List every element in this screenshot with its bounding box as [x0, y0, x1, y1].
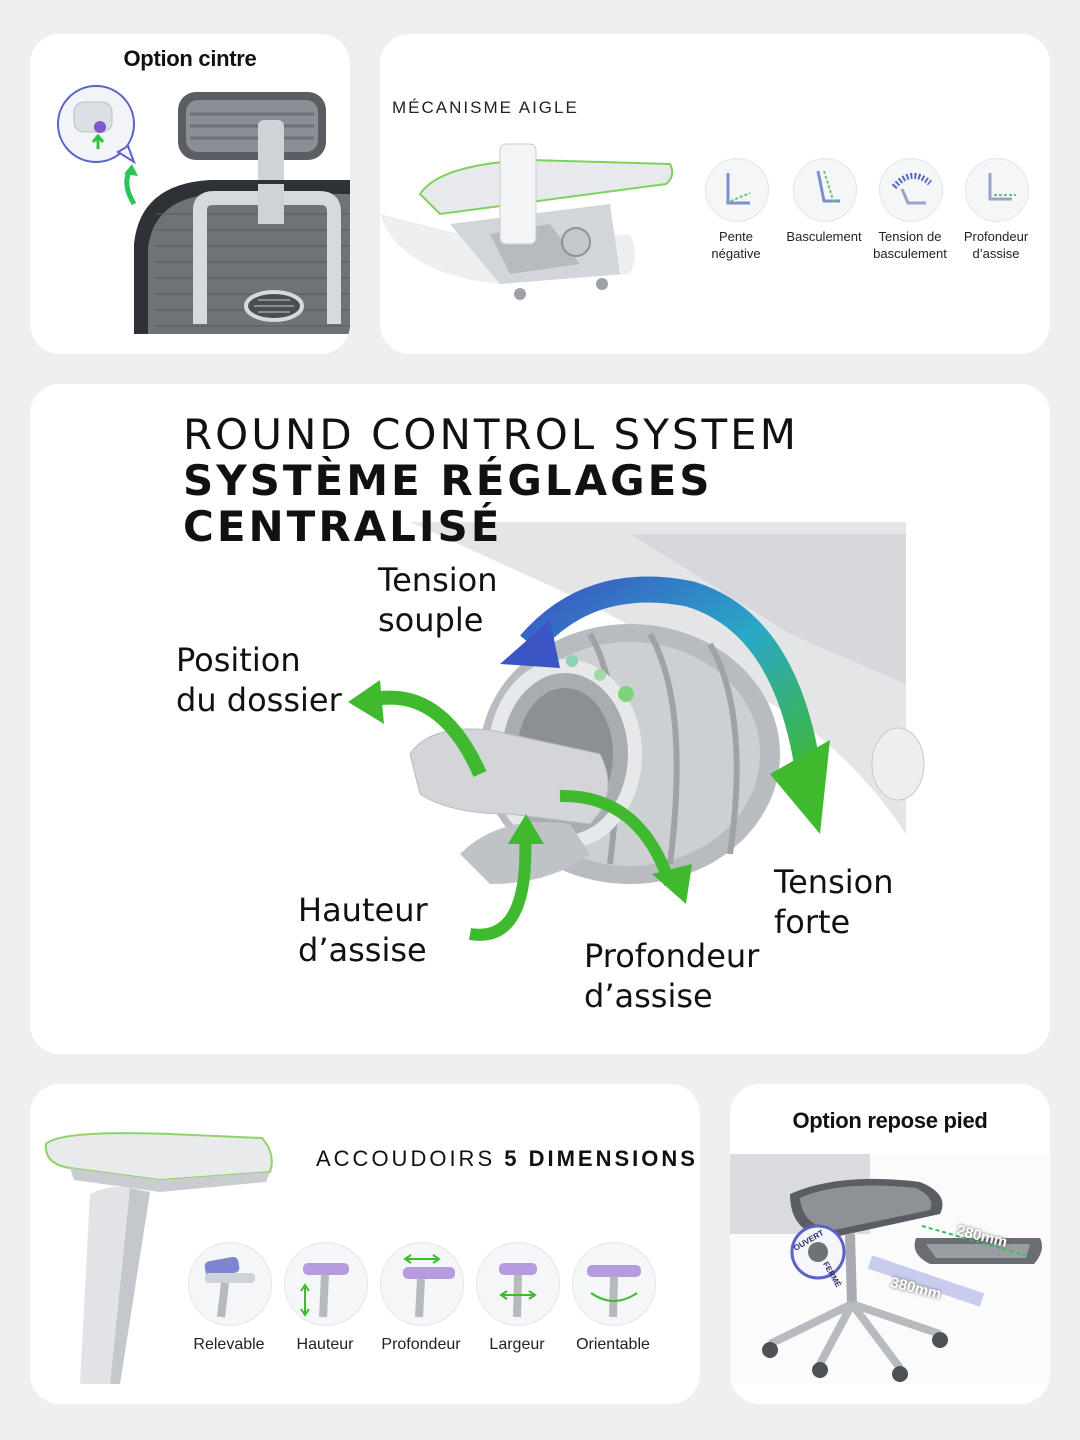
footrest-card: Option repose pied OUVERT FERMÉ 280mm 38… [730, 1084, 1050, 1404]
armrest-depth-icon [380, 1242, 464, 1326]
armrest-label-4: Orientable [576, 1336, 650, 1353]
tilt-icon [793, 158, 857, 222]
armrest-rotate-icon [572, 1242, 656, 1326]
armrest-height-icon [284, 1242, 368, 1326]
control-title-line3: CENTRALISÉ [183, 502, 503, 551]
armrest-title: ACCOUDOIRS 5 DIMENSIONS [316, 1146, 698, 1171]
armrest-label-0: Relevable [193, 1336, 265, 1353]
armrest-label-1: Hauteur [296, 1336, 354, 1353]
armrest-label-3: Largeur [489, 1336, 545, 1353]
negative-tilt-icon [705, 158, 769, 222]
mechanism-label-1: Basculement [786, 229, 862, 244]
headrest-title: Option cintre [123, 46, 257, 71]
headrest-card: Option cintre [30, 34, 350, 354]
tilt-tension-icon [879, 158, 943, 222]
armrest-width-icon [476, 1242, 560, 1326]
armrest-card: ACCOUDOIRS 5 DIMENSIONS Relevable Hauteu… [30, 1084, 700, 1404]
headrest-illustration [57, 85, 350, 334]
armrest-illustration [44, 1132, 273, 1384]
footrest-title: Option repose pied [792, 1108, 988, 1133]
armrest-flip-icon [188, 1242, 272, 1326]
mechanism-title: MÉCANISME AIGLE [392, 98, 579, 117]
control-title-line1: ROUND CONTROL SYSTEM [183, 410, 799, 459]
mechanism-illustration [380, 143, 674, 300]
control-title-line2: SYSTÈME RÉGLAGES [183, 456, 713, 505]
footrest-illustration [730, 1154, 1050, 1384]
control-illustration [348, 522, 925, 941]
control-card: ROUND CONTROL SYSTEM SYSTÈME RÉGLAGES CE… [30, 384, 1050, 1054]
seat-depth-icon [965, 158, 1029, 222]
armrest-label-2: Profondeur [381, 1336, 461, 1353]
